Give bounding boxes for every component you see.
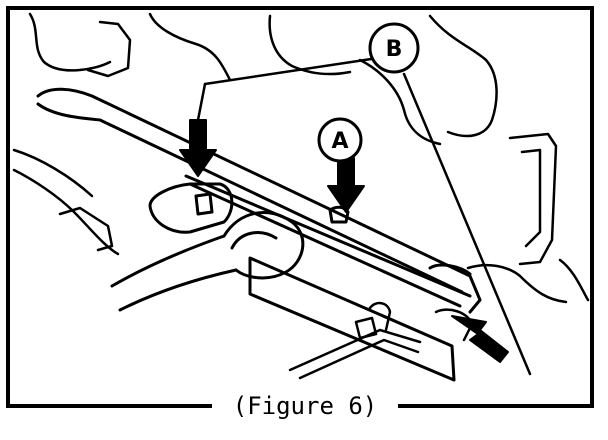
leader-b-left-horizontal <box>203 56 380 86</box>
upper-mid-contour <box>148 12 232 82</box>
rail-lower-flange <box>184 174 472 298</box>
upper-left-contour <box>28 12 112 72</box>
leader-lines <box>196 56 532 376</box>
rail-top-edge <box>36 87 482 314</box>
callout-a-label: A <box>331 129 348 154</box>
rail-assembly <box>36 87 482 382</box>
clip-body <box>354 316 378 340</box>
leader-b-left-down <box>196 82 207 122</box>
rail-bottom-edge <box>36 102 464 294</box>
rail-lower-flange-2 <box>188 182 462 308</box>
caption-group: (Figure 6) <box>8 388 592 424</box>
clip-loop <box>368 301 392 332</box>
hose <box>110 211 305 312</box>
upper-right-contour <box>428 14 498 138</box>
clamp-housing <box>148 182 234 234</box>
hose-bottom-edge <box>118 268 238 312</box>
arrows <box>179 119 509 363</box>
clamp-detail <box>194 192 214 216</box>
cable-top <box>288 328 422 372</box>
right-mid-contour <box>358 58 442 146</box>
right-edge-contour <box>558 258 590 302</box>
cable-and-clip <box>288 301 474 380</box>
hose-fitting-ring <box>230 231 278 250</box>
upper-left-bracket <box>86 20 132 78</box>
right-bracket <box>508 132 558 266</box>
callout-b: B <box>368 22 420 74</box>
figure-caption: (Figure 6) <box>233 392 378 420</box>
leader-b-right-long <box>402 72 532 376</box>
upper-mid-contour-2 <box>268 14 352 76</box>
left-small-bracket <box>58 206 114 252</box>
caption-background <box>212 388 398 424</box>
hose-top-edge <box>110 234 226 288</box>
arrow-lower-right <box>451 315 509 363</box>
callout-a-circle <box>317 117 363 163</box>
arrow-b-down <box>179 119 217 177</box>
lower-base-block <box>248 256 456 382</box>
callout-b-label: B <box>386 37 403 62</box>
cable-bottom <box>298 338 420 380</box>
left-lower-contour-2 <box>12 148 94 198</box>
rail-end-curve <box>428 263 472 276</box>
callout-a: A <box>317 117 363 163</box>
right-bracket-inner <box>520 148 542 248</box>
left-lower-contour <box>12 168 120 256</box>
hose-end-fitting <box>222 211 305 280</box>
callout-b-circle <box>368 22 420 74</box>
arrow-a-down <box>327 157 365 213</box>
